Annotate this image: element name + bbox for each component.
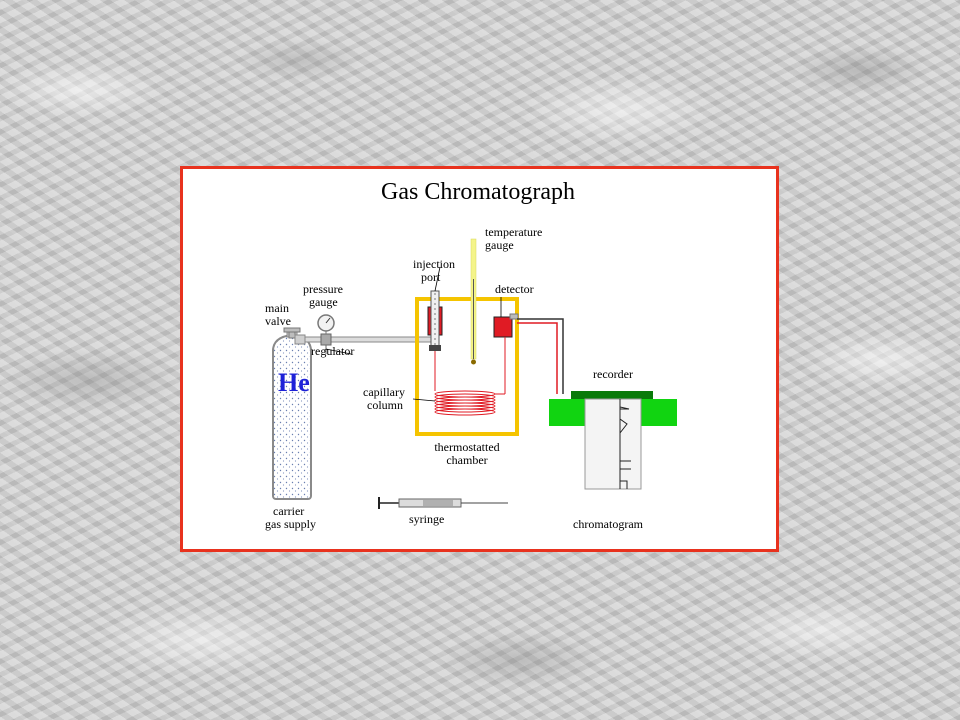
label-syringe: syringe bbox=[409, 512, 444, 526]
label-detector: detector bbox=[495, 282, 534, 296]
detector bbox=[493, 316, 513, 338]
diagram-panel: Gas Chromatograph He bbox=[180, 166, 779, 552]
label-thermostatted-chamber-2: chamber bbox=[446, 453, 487, 467]
label-injection-port-1: injection bbox=[413, 257, 455, 271]
label-capillary-column-1: capillary bbox=[363, 385, 405, 399]
capillary-column bbox=[434, 337, 506, 416]
label-temperature-gauge-2: gauge bbox=[485, 238, 514, 252]
label-temperature-gauge-1: temperature bbox=[485, 225, 542, 239]
label-chromatogram: chromatogram bbox=[573, 517, 644, 531]
leader-lines bbox=[325, 266, 502, 402]
label-carrier-gas-1: carrier bbox=[273, 504, 304, 518]
label-pressure-gauge-2: gauge bbox=[309, 295, 338, 309]
gas-chromatograph-diagram: Gas Chromatograph He bbox=[265, 179, 677, 531]
label-main-valve-2: valve bbox=[265, 314, 291, 328]
temperature-gauge bbox=[470, 238, 477, 365]
label-injection-port-2: port bbox=[421, 270, 441, 284]
label-main-valve-1: main bbox=[265, 301, 289, 315]
label-capillary-column-2: column bbox=[367, 398, 403, 412]
label-regulator: regulator bbox=[311, 344, 354, 358]
detector-wires bbox=[517, 318, 564, 394]
label-carrier-gas-2: gas supply bbox=[265, 517, 316, 531]
label-recorder: recorder bbox=[593, 367, 633, 381]
diagram-title: Gas Chromatograph bbox=[381, 179, 575, 205]
thermostatted-chamber bbox=[415, 297, 519, 436]
gas-symbol-he: He bbox=[278, 368, 310, 397]
recorder bbox=[549, 391, 677, 490]
gas-cylinder bbox=[272, 328, 312, 500]
label-pressure-gauge-1: pressure bbox=[303, 282, 343, 296]
syringe bbox=[378, 497, 508, 509]
label-thermostatted-chamber-1: thermostatted bbox=[434, 440, 499, 454]
pressure-gauge bbox=[317, 314, 335, 334]
gas-line bbox=[294, 334, 436, 345]
